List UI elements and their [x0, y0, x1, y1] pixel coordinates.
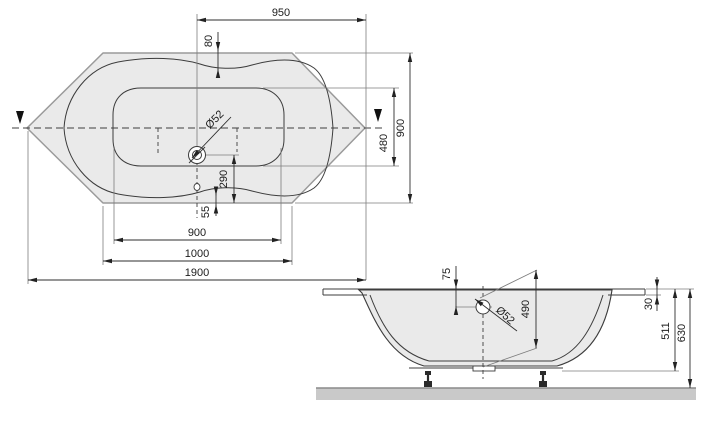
dimension-lines-top — [28, 17, 413, 283]
top-view: 950 80 900 480 290 55 900 1000 1900 Ø52 — [12, 7, 413, 284]
dim-label-511: 511 — [660, 322, 672, 340]
jet-mark — [193, 183, 201, 191]
centerlines-top — [12, 14, 385, 218]
dim-label-75: 75 — [441, 268, 453, 280]
dim-label-1900: 1900 — [185, 267, 209, 279]
dim-label-950: 950 — [272, 7, 290, 19]
dim-label-490: 490 — [520, 300, 532, 318]
floor — [316, 387, 696, 400]
support-feet — [424, 371, 547, 387]
dimension-labels-side: 75 Ø52 490 30 511 630 — [441, 268, 688, 342]
dim-label-80: 80 — [203, 35, 215, 47]
tub-side-outline — [322, 288, 646, 372]
section-arrow-right-icon — [374, 109, 382, 122]
dimension-lines-side — [453, 266, 693, 388]
dim-label-55: 55 — [200, 206, 212, 218]
extension-lines-top — [27, 14, 413, 284]
drain-top — [188, 116, 232, 191]
section-arrow-left-icon — [16, 111, 24, 124]
dim-label-1000: 1000 — [185, 248, 209, 260]
extension-lines-side — [479, 269, 694, 372]
dim-label-630: 630 — [676, 324, 688, 342]
dim-label-290: 290 — [218, 170, 230, 188]
waste-fitting — [472, 365, 496, 372]
side-view: 75 Ø52 490 30 511 630 — [316, 266, 696, 400]
dim-label-480: 480 — [378, 134, 390, 152]
overflow-drain-side — [456, 286, 518, 379]
dim-label-900-bottom: 900 — [188, 227, 206, 239]
dim-label-900-right: 900 — [395, 119, 407, 137]
dim-label-30: 30 — [643, 298, 655, 310]
